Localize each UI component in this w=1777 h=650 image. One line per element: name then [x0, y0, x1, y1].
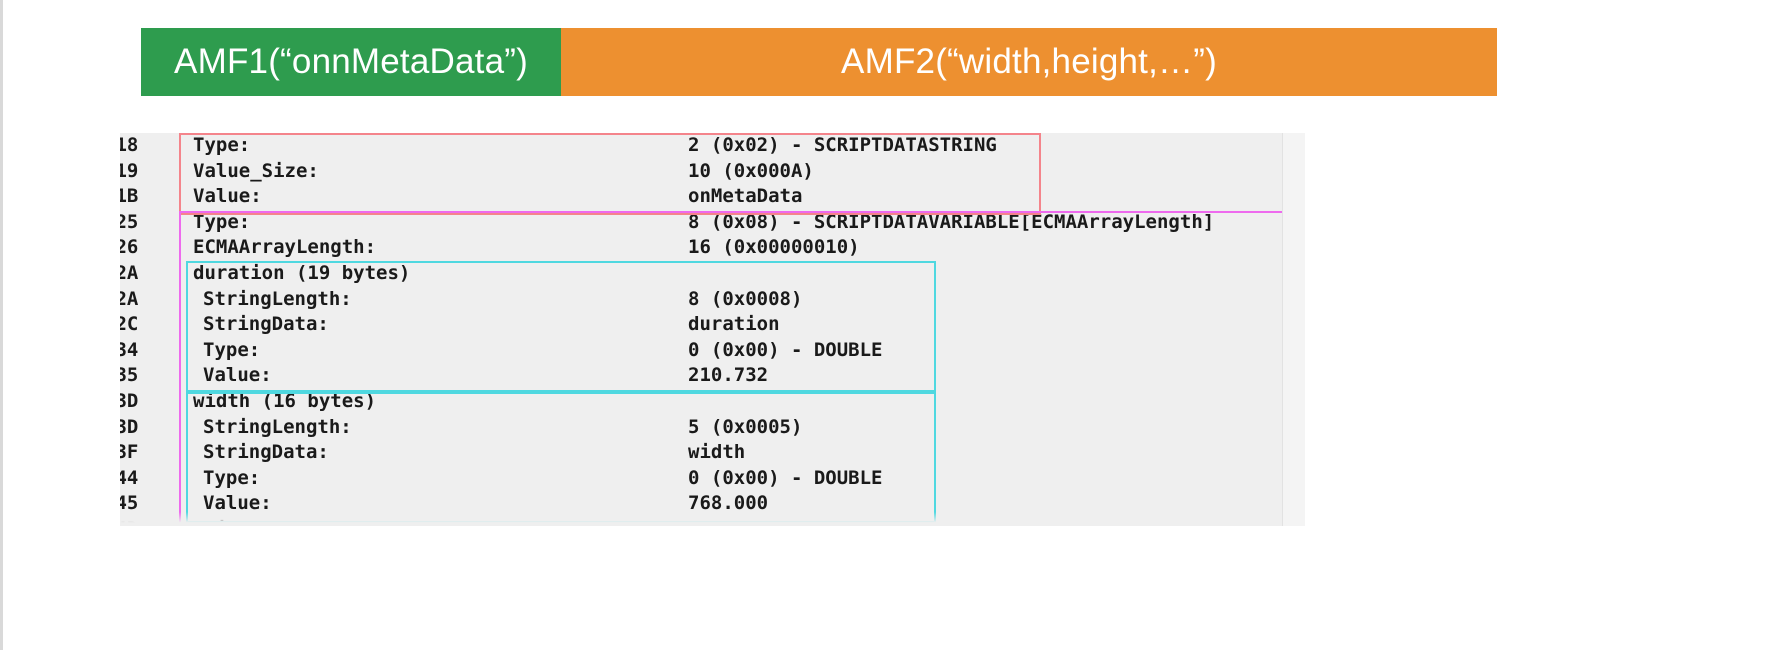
dump-row-offset: 326 — [120, 236, 139, 259]
dump-row[interactable]: 33D StringLength: 5 (0x0005) — [120, 415, 1283, 441]
dump-row-offset: 33D — [120, 389, 139, 412]
dump-row-offset: 325 — [120, 210, 139, 233]
dump-row-field: Value_Size: — [193, 159, 319, 182]
dump-row[interactable]: 345 Value: 768.000 — [120, 491, 1283, 517]
dump-row-value: 768.000 — [688, 492, 769, 515]
dump-row-offset: 334 — [120, 338, 139, 361]
dump-row[interactable]: 31B Value: onMetaData — [120, 184, 1283, 210]
dump-row[interactable]: 32A StringLength: 8 (0x0008) — [120, 287, 1283, 313]
dump-scrollbar[interactable] — [1282, 133, 1305, 526]
dump-row-offset: 345 — [120, 492, 139, 515]
dump-row[interactable]: 344 Type: 0 (0x00) - DOUBLE — [120, 466, 1283, 492]
dump-row-field: StringData: — [203, 313, 329, 336]
amf2-banner: AMF2(“width,height,…”) — [561, 28, 1497, 96]
dump-row[interactable]: 32C StringData: duration — [120, 312, 1283, 338]
dump-row[interactable]: 318 Type: 2 (0x02) - SCRIPTDATASTRING — [120, 133, 1283, 159]
dump-row-field: ECMAArrayLength: — [193, 236, 377, 259]
dump-row-field: Value: — [203, 492, 272, 515]
slide-left-rule — [0, 0, 3, 650]
dump-row-offset: 31B — [120, 185, 139, 208]
dump-row[interactable]: 334 Type: 0 (0x00) - DOUBLE — [120, 338, 1283, 364]
amf-banner-row: AMF1(“onnMetaData”) AMF2(“width,height,…… — [141, 28, 1497, 96]
dump-row[interactable]: 33F StringData: width — [120, 440, 1283, 466]
amf1-banner: AMF1(“onnMetaData”) — [141, 28, 561, 96]
dump-row-field: StringLength: — [203, 287, 352, 310]
dump-row[interactable]: 335 Value: 210.732 — [120, 363, 1283, 389]
dump-row-field: Value: — [203, 364, 272, 387]
script-data-dump-panel[interactable]: 318Type:2 (0x02) - SCRIPTDATASTRING319Va… — [120, 133, 1305, 526]
dump-row-value: 16 (0x00000010) — [688, 236, 860, 259]
dump-row-offset: 335 — [120, 364, 139, 387]
dump-row-value: onMetaData — [688, 185, 803, 208]
dump-row-offset: 33D — [120, 415, 139, 438]
dump-row-value: 0 (0x00) - DOUBLE — [688, 338, 883, 361]
dump-row-field: duration (19 bytes) — [193, 261, 411, 284]
dump-row[interactable]: 325 Type: 8 (0x08) - SCRIPTDATAVARIABLE[EC… — [120, 210, 1283, 236]
dump-row[interactable]: 32A duration (19 bytes) — [120, 261, 1283, 287]
dump-row-value: 10 (0x000A) — [688, 159, 814, 182]
dump-row-value: 8 (0x0008) — [688, 287, 803, 310]
dump-row-value: 0 (0x00) - DOUBLE — [688, 466, 883, 489]
dump-row-offset: 32A — [120, 261, 139, 284]
dump-bottom-fade — [120, 512, 1305, 526]
dump-row-value: 5 (0x0005) — [688, 415, 803, 438]
dump-row[interactable]: 33D width (16 bytes) — [120, 389, 1283, 415]
dump-row-field: Type: — [193, 134, 251, 156]
dump-row-field: Type: — [203, 338, 261, 361]
dump-row-value: width — [688, 441, 746, 464]
dump-rows-container: 318Type:2 (0x02) - SCRIPTDATASTRING319Va… — [120, 133, 1283, 526]
dump-row-value: 210.732 — [688, 364, 769, 387]
dump-row-offset: 344 — [120, 466, 139, 489]
dump-row-offset: 319 — [120, 159, 139, 182]
dump-row-field: width (16 bytes) — [193, 389, 377, 412]
dump-row[interactable]: 319 Value_Size: 10 (0x000A) — [120, 159, 1283, 185]
dump-row-value: 8 (0x08) - SCRIPTDATAVARIABLE[ECMAArrayL… — [688, 210, 1215, 233]
dump-row-offset: 32A — [120, 287, 139, 310]
dump-row-value: duration — [688, 313, 780, 336]
dump-row-value: 2 (0x02) - SCRIPTDATASTRING — [688, 134, 997, 156]
dump-row-field: Type: — [203, 466, 261, 489]
dump-row[interactable]: 326 ECMAArrayLength: 16 (0x00000010) — [120, 235, 1283, 261]
dump-row-offset: 318 — [120, 134, 139, 156]
dump-row-field: Value: — [193, 185, 262, 208]
dump-row-field: Type: — [193, 210, 251, 233]
dump-row-offset: 33F — [120, 441, 139, 464]
dump-row-field: StringData: — [203, 441, 329, 464]
dump-row-field: StringLength: — [203, 415, 352, 438]
dump-row-offset: 32C — [120, 313, 139, 336]
